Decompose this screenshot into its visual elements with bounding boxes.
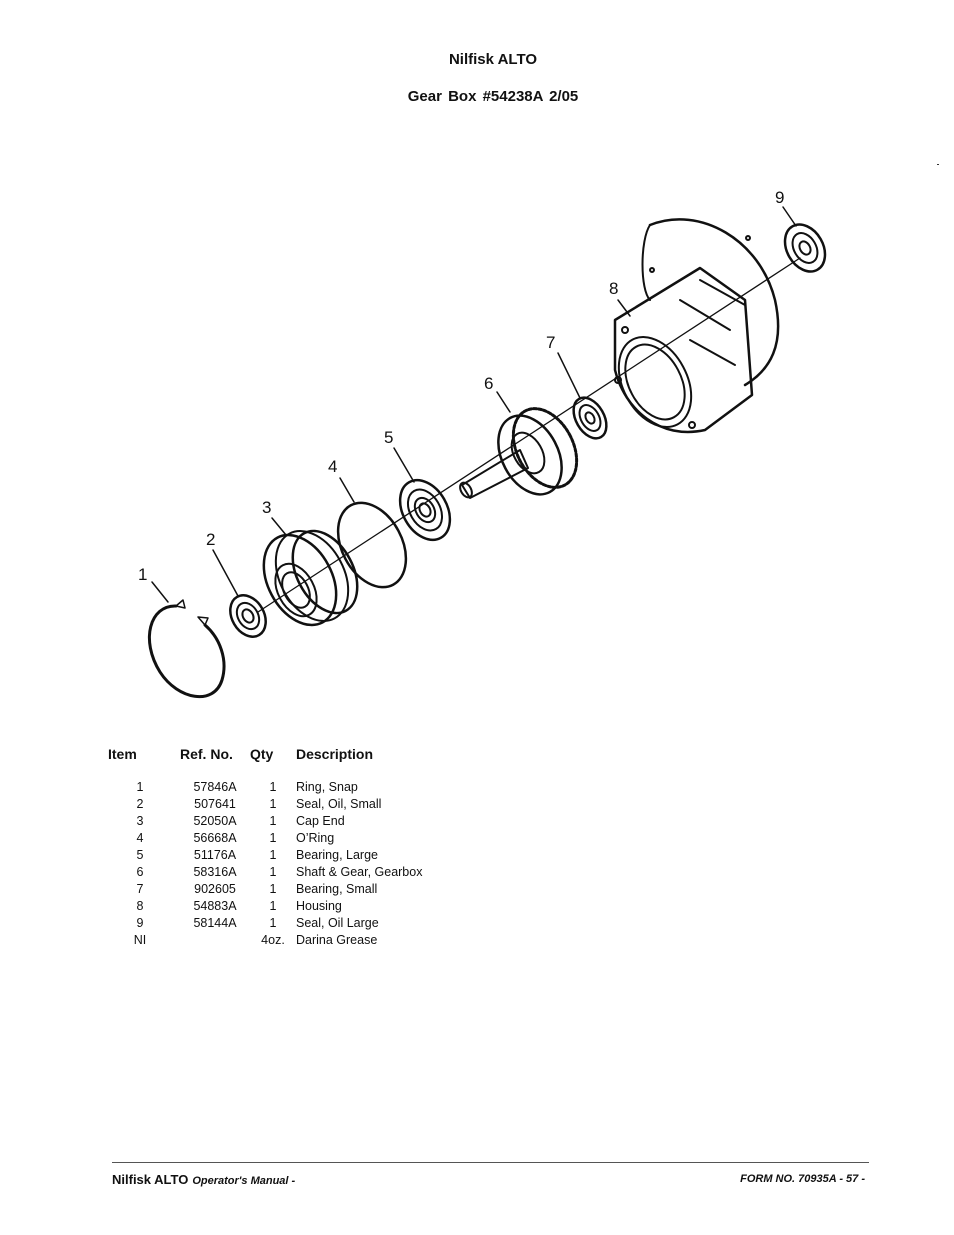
callout-9: 9 [775,188,784,207]
part-snap-ring [147,599,226,698]
cell-qty: 1 [269,848,277,862]
part-small-oil-seal [229,594,267,638]
cell-qty: 1 [269,831,277,845]
table-row: 9 58144A 1 Seal, Oil Large [108,915,456,932]
cell-qty: 1 [269,916,277,930]
cell-item: 2 [136,797,144,811]
cell-ref-no: 56668A [193,831,237,845]
table-row: 8 54883A 1 Housing [108,898,456,915]
cell-description: Bearing, Large [296,848,379,862]
cell-qty: 4oz. [261,933,285,947]
table-row: 1 57846A 1 Ring, Snap [108,779,456,796]
cell-item: 3 [136,814,144,828]
cell-qty: 1 [269,899,277,913]
cell-item: 8 [136,899,144,913]
cell-qty: 1 [269,882,277,896]
column-header-qty: Qty [250,746,274,762]
cell-item: 6 [136,865,144,879]
part-o-ring [336,501,408,589]
parts-table: Item Ref. No. Qty Description 1 57846A 1 Ri… [108,746,456,949]
callout-2: 2 [206,530,215,549]
cell-ref-no: 58144A [193,916,237,930]
callout-5: 5 [384,428,393,447]
cell-ref-no: 51176A [193,848,237,862]
cell-ref-no: 58316A [193,865,237,879]
cell-qty: 1 [269,814,277,828]
part-large-oil-seal [783,223,827,273]
cell-description: O’Ring [296,831,335,845]
cell-qty: 1 [269,797,277,811]
exploded-parts-diagram: 1 2 3 4 5 6 7 8 9 [138,188,827,698]
part-cap-end [262,529,359,627]
cell-item: 9 [136,916,144,930]
table-row: NI 4oz. Darina Grease [108,932,456,949]
part-small-bearing [572,396,608,440]
footer-form-number: FORM NO. 70935A - 57 - [740,1173,865,1185]
column-header-item: Item [108,746,137,762]
footer-divider [112,1162,869,1163]
table-row: 3 52050A 1 Cap End [108,813,456,830]
callout-7: 7 [546,333,555,352]
part-housing [613,218,780,434]
part-large-bearing [398,478,452,542]
cell-qty: 1 [269,865,277,879]
cell-ref-no: 902605 [194,882,236,896]
cell-description: Seal, Oil Large [296,916,379,930]
table-row: 4 56668A 1 O’Ring [108,830,456,847]
cell-ref-no: 52050A [193,814,237,828]
cell-description: Housing [296,899,342,913]
cell-item: 1 [136,780,144,794]
table-row: 2 507641 1 Seal, Oil, Small [108,796,456,813]
table-header-row: Item Ref. No. Qty Description [108,746,456,768]
cell-item: 5 [136,848,144,862]
callout-8: 8 [609,279,618,298]
cell-description: Cap End [296,814,345,828]
column-header-description: Description [296,746,374,762]
cell-ref-no: 57846A [193,780,237,794]
footer-brand: Nilfisk ALTO [112,1172,189,1187]
cell-description: Bearing, Small [296,882,378,896]
cell-qty: 1 [269,780,277,794]
leader-lines [151,206,797,603]
cell-item: 4 [136,831,144,845]
stray-mark [937,164,939,165]
cell-item: 7 [136,882,144,896]
table-row: 6 58316A 1 Shaft & Gear, Gearbox [108,864,456,881]
cell-ref-no: 507641 [194,797,236,811]
callout-1: 1 [138,565,147,584]
column-header-ref: Ref. No. [180,746,233,762]
cell-ref-no: 54883A [193,899,237,913]
callout-4: 4 [328,457,337,476]
cell-description: Ring, Snap [296,780,358,794]
cell-ref-no [180,932,250,949]
cell-item: NI [133,933,147,947]
table-row: 7 902605 1 Bearing, Small [108,881,456,898]
brand-title: Nilfisk ALTO [448,51,538,68]
cell-description: Shaft & Gear, Gearbox [296,865,423,879]
cell-description: Seal, Oil, Small [296,797,382,811]
part-shaft-gear [459,407,579,499]
callout-3: 3 [262,498,271,517]
cell-description: Darina Grease [296,933,378,947]
footer-manual: Operator's Manual - [192,1175,296,1187]
table-row: 5 51176A 1 Bearing, Large [108,847,456,864]
callout-labels: 1 2 3 4 5 6 7 8 9 [138,188,784,584]
callout-6: 6 [484,374,493,393]
page-title: Gear Box #54238A 2/05 [407,88,579,105]
